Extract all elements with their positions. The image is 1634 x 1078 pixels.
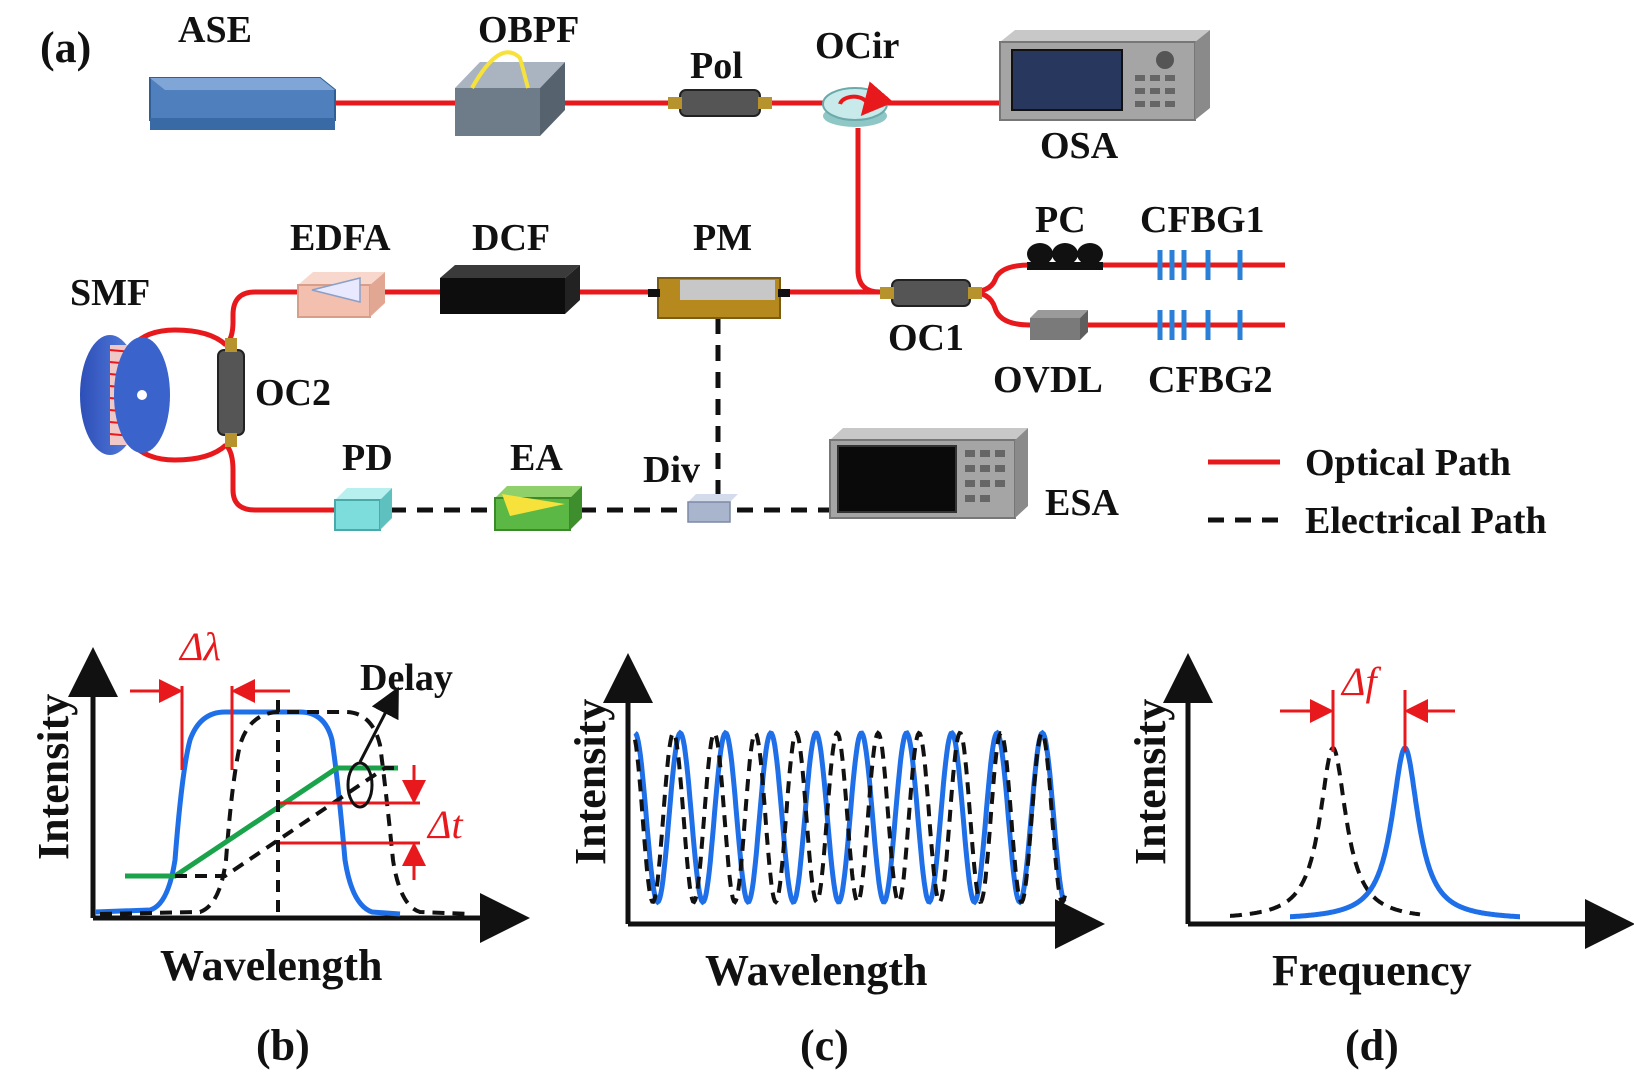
ea-label: EA xyxy=(510,437,563,479)
polarizer xyxy=(668,89,772,117)
ovdl-label: OVDL xyxy=(993,359,1103,401)
optical-circulator xyxy=(822,81,894,127)
electrical-amplifier xyxy=(494,486,582,531)
plot-b-blue-spectrum xyxy=(94,709,401,917)
cfbg2-grating xyxy=(1157,310,1243,340)
edfa-label: EDFA xyxy=(290,217,391,259)
plot-c-xlabel: Wavelength xyxy=(705,946,927,995)
oc1-label: OC1 xyxy=(888,317,964,359)
esa-label: ESA xyxy=(1045,482,1119,524)
plot-b-shifted-delay xyxy=(175,766,398,878)
obpf-label: OBPF xyxy=(478,9,579,51)
esa-instrument xyxy=(829,428,1028,519)
photodetector xyxy=(334,488,392,531)
obpf-filter xyxy=(455,50,565,136)
cfbg1-label: CFBG1 xyxy=(1140,199,1265,241)
legend-optical-label: Optical Path xyxy=(1305,442,1511,484)
panel-label-c: (c) xyxy=(800,1021,849,1070)
oc2-label: OC2 xyxy=(255,372,331,414)
oc1-coupler xyxy=(880,279,982,307)
plot-b-shifted-spectrum xyxy=(99,710,471,916)
plot-b-xlabel: Wavelength xyxy=(160,941,382,990)
plot-b-delta-t: Δt xyxy=(426,802,463,847)
plot-d-ylabel: Intensity xyxy=(1126,699,1175,865)
plot-c-dashed-fringes xyxy=(633,730,1067,905)
legend-electrical-label: Electrical Path xyxy=(1305,500,1547,542)
osa-instrument xyxy=(999,30,1210,121)
pd-label: PD xyxy=(342,437,393,479)
cfbg2-label: CFBG2 xyxy=(1148,359,1273,401)
power-divider xyxy=(687,494,738,523)
plot-d: Δf Frequency Intensity xyxy=(1126,653,1634,995)
oc2-coupler xyxy=(217,338,245,447)
plot-c-ylabel: Intensity xyxy=(566,699,615,865)
panel-label-a: (a) xyxy=(40,23,91,72)
plot-b-ylabel: Intensity xyxy=(29,694,78,860)
phase-modulator xyxy=(648,277,790,319)
plot-d-dashed-peak xyxy=(1230,745,1421,918)
plot-c-blue-fringes xyxy=(633,729,1067,906)
plot-b: Δλ Δt Delay Wavelength Intensity xyxy=(29,624,530,990)
plot-d-xlabel: Frequency xyxy=(1272,946,1472,995)
panel-label-b: (b) xyxy=(256,1021,310,1070)
dcf-fiber xyxy=(440,265,580,314)
legend: Optical Path Electrical Path xyxy=(1208,442,1547,542)
pc-label: PC xyxy=(1035,199,1086,241)
plot-b-group-delay xyxy=(125,765,398,879)
smf-label: SMF xyxy=(70,272,150,314)
plot-b-delay-label: Delay xyxy=(360,657,453,699)
panel-label-d: (d) xyxy=(1345,1021,1399,1070)
pm-label: PM xyxy=(693,217,752,259)
cfbg1-grating xyxy=(1157,250,1243,280)
ocir-label: OCir xyxy=(815,25,900,67)
plot-c: Wavelength Intensity xyxy=(566,653,1105,995)
div-label: Div xyxy=(643,449,700,491)
smf-spool xyxy=(80,335,170,455)
dcf-label: DCF xyxy=(472,217,550,259)
plot-b-delay-arrow xyxy=(358,686,399,763)
osa-label: OSA xyxy=(1040,125,1119,167)
ase-label: ASE xyxy=(178,9,252,51)
plot-b-delta-lambda: Δλ xyxy=(178,624,221,669)
plot-b-delay-ellipse xyxy=(346,761,374,809)
edfa-amplifier xyxy=(297,272,385,318)
ase-source xyxy=(149,77,336,130)
plot-d-delta-f: Δf xyxy=(1340,659,1381,704)
polarization-controller xyxy=(1027,243,1103,270)
ovdl-delay-line xyxy=(1030,310,1088,340)
electrical-paths xyxy=(390,318,845,513)
plot-d-blue-peak xyxy=(1290,745,1520,920)
pol-label: Pol xyxy=(690,45,743,87)
